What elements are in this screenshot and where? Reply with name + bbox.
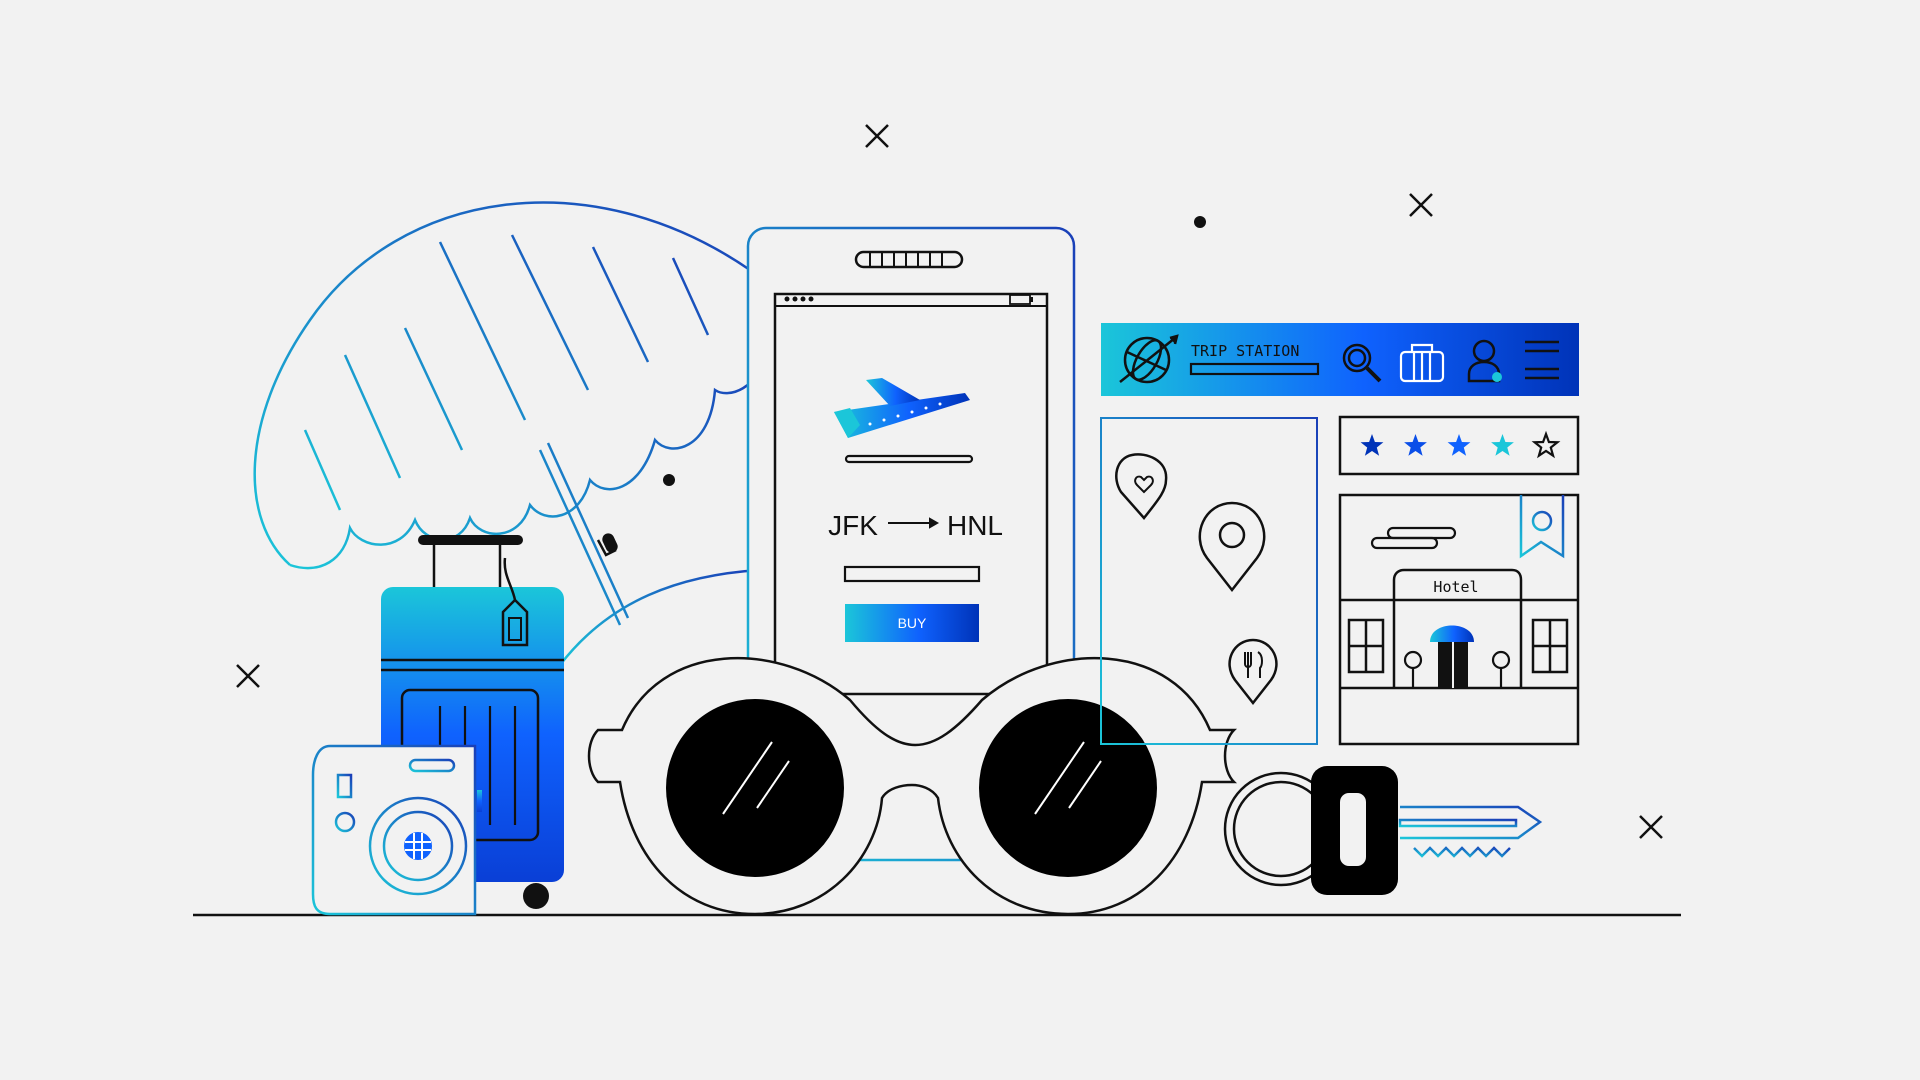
star-empty-icon[interactable]	[1531, 430, 1561, 459]
location-pin-icon[interactable]	[1198, 501, 1266, 593]
hotel-window-right	[1531, 618, 1569, 674]
hotel-key-icon	[1223, 766, 1543, 895]
star-filled-icon[interactable]	[1404, 434, 1427, 456]
favorite-location-pin-icon[interactable]	[1115, 453, 1168, 520]
rating-box	[1338, 415, 1580, 476]
user-account-icon[interactable]	[1467, 339, 1502, 383]
decor-dots	[663, 216, 1206, 486]
globe-logo-icon	[1119, 334, 1179, 384]
map-grid	[1100, 417, 1318, 745]
decor-x-marks	[236, 124, 1663, 839]
star-filled-icon[interactable]	[1360, 434, 1384, 456]
hotel-entrance[interactable]	[1430, 625, 1474, 689]
camera-icon	[311, 744, 482, 916]
hotel-card: Hotel	[1338, 493, 1580, 746]
buy-button[interactable]: BUY	[845, 604, 979, 642]
arrow-right-icon	[888, 517, 940, 529]
destination-airport: HNL	[947, 510, 1003, 541]
hotel-window-left	[1347, 618, 1385, 674]
hamburger-menu-icon[interactable]	[1525, 340, 1559, 380]
star-filled-icon[interactable]	[1447, 434, 1471, 456]
search-icon[interactable]	[1342, 343, 1382, 383]
beach-umbrella-icon	[253, 201, 762, 626]
restaurant-pin-icon[interactable]	[1228, 638, 1278, 706]
site-search-field[interactable]	[1189, 362, 1320, 376]
cloud-icon	[1370, 526, 1457, 550]
airplane-icon	[834, 378, 970, 438]
lamp-posts	[1403, 650, 1511, 688]
globe-lens-icon	[404, 832, 432, 860]
suitcase-nav-icon[interactable]	[1399, 343, 1445, 383]
hotel-sign: Hotel	[1433, 578, 1478, 596]
buy-button-label: BUY	[898, 615, 927, 631]
star-filled-icon[interactable]	[1491, 434, 1514, 456]
site-title: TRIP STATION	[1191, 342, 1299, 360]
dune-arc	[559, 568, 761, 666]
bookmark-location-icon[interactable]	[1519, 495, 1565, 559]
origin-airport: JFK	[828, 510, 878, 541]
flight-input-field[interactable]	[843, 565, 981, 583]
site-header-bar: TRIP STATION	[1101, 323, 1579, 396]
